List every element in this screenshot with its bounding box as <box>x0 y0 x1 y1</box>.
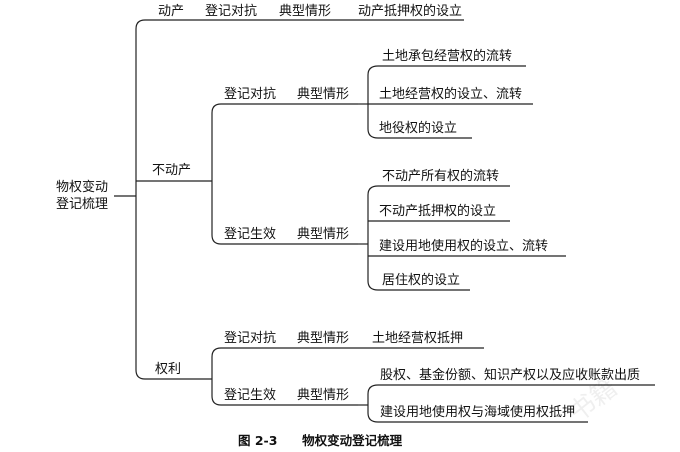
root-node: 物权变动 登记梳理 <box>56 179 108 213</box>
rights-g2-typical: 典型情形 <box>297 388 350 403</box>
movable-effect: 登记对抗 <box>205 4 258 19</box>
immovable-g1-brace <box>367 65 379 139</box>
movable-label: 动产 <box>158 4 185 19</box>
figure-title: 物权变动登记梳理 <box>302 433 403 448</box>
case-label: 股权、基金份额、知识产权以及应收账款出质 <box>380 368 641 383</box>
rights-label: 权利 <box>155 362 182 377</box>
level1-brace <box>135 19 146 380</box>
case-label: 居住权的设立 <box>382 273 461 288</box>
immovable-brace <box>211 103 222 245</box>
case-label: 地役权的设立 <box>379 121 458 136</box>
rights-g2-brace <box>367 384 379 423</box>
case-label: 不动产抵押权的设立 <box>379 204 497 219</box>
case-label: 土地经营权抵押 <box>372 331 464 346</box>
immovable-label: 不动产 <box>152 163 192 178</box>
movable-case: 动产抵押权的设立 <box>358 4 463 19</box>
case-label: 建设用地使用权的设立、流转 <box>379 239 549 254</box>
case-label: 土地承包经营权的流转 <box>382 49 513 64</box>
root-line-2: 登记梳理 <box>56 197 109 212</box>
rights-g1-typical: 典型情形 <box>297 331 350 346</box>
immovable-g2-effect: 登记生效 <box>224 227 277 242</box>
immovable-g1-typical: 典型情形 <box>297 87 350 102</box>
rights-g1-effect: 登记对抗 <box>224 331 277 346</box>
rights-g2-effect: 登记生效 <box>224 388 277 403</box>
case-label: 不动产所有权的流转 <box>382 169 500 184</box>
movable-typical: 典型情形 <box>279 4 332 19</box>
figure-number: 图 2-3 <box>238 433 278 448</box>
figure-caption: 图 2-3 物权变动登记梳理 <box>238 433 402 449</box>
immovable-g2-typical: 典型情形 <box>297 227 350 242</box>
root-line-1: 物权变动 <box>56 180 109 195</box>
immovable-g2-brace <box>367 185 379 291</box>
case-label: 土地经营权的设立、流转 <box>379 87 523 102</box>
rights-brace <box>211 347 222 406</box>
immovable-g1-effect: 登记对抗 <box>224 87 277 102</box>
case-label: 建设用地使用权与海域使用权抵押 <box>380 405 576 420</box>
